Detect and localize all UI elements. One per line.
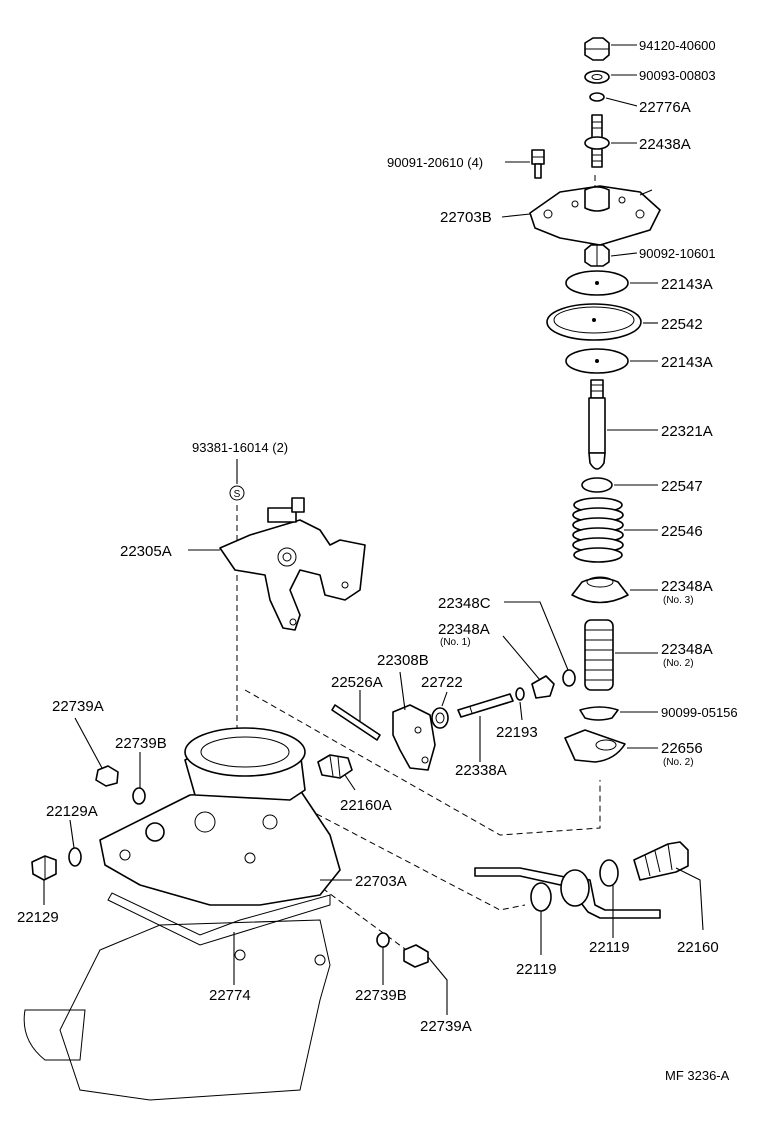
s-symbol-label: S <box>234 489 241 500</box>
diaphragm-22542 <box>546 303 642 341</box>
lever-assembly-22305A <box>219 497 366 631</box>
ring-22193 <box>515 687 525 701</box>
label-22119-left: 22119 <box>516 961 557 978</box>
label-22703B: 22703B <box>440 209 492 226</box>
label-22143A-top: 22143A <box>661 276 713 293</box>
ring-22776A <box>589 92 605 102</box>
label-22546: 22546 <box>661 523 703 540</box>
label-22776A: 22776A <box>639 99 691 116</box>
cover-22703B <box>529 185 661 246</box>
bolt-22160 <box>633 841 689 881</box>
label-93381-16014: 93381-16014 (2) <box>192 440 288 455</box>
label-90093-00803: 90093-00803 <box>639 68 716 83</box>
bushing-22722 <box>431 707 449 729</box>
label-22160A: 22160A <box>340 797 392 814</box>
bracket-22308B <box>392 704 436 771</box>
label-22348A-no3-sub: (No. 3) <box>663 595 694 606</box>
lever-22656 <box>564 729 626 763</box>
spring-22546 <box>572 497 624 563</box>
label-22547: 22547 <box>661 478 703 495</box>
ring-22348C <box>562 669 576 687</box>
washer-90093-00803 <box>584 70 610 84</box>
plug-22129 <box>31 855 57 881</box>
label-22193: 22193 <box>496 724 538 741</box>
label-90099-05156: 90099-05156 <box>661 705 738 720</box>
label-90091-20610: 90091-20610 (4) <box>387 155 483 170</box>
s-symbol-marker: S <box>229 485 245 501</box>
screw-90091-20610 <box>531 149 545 179</box>
label-22656: 22656 <box>661 740 703 757</box>
plate-22143A-bottom <box>565 348 629 374</box>
label-22119-right: 22119 <box>589 939 630 956</box>
label-22348A-no1-sub: (No. 1) <box>440 637 471 648</box>
nut-94120-40600 <box>584 37 610 61</box>
label-22722: 22722 <box>421 674 463 691</box>
label-90092-10601: 90092-10601 <box>639 246 716 261</box>
label-22321A: 22321A <box>661 423 713 440</box>
label-22338A: 22338A <box>455 762 507 779</box>
pump-body-outline <box>23 919 331 1101</box>
label-22656-sub: (No. 2) <box>663 757 694 768</box>
label-22129: 22129 <box>17 909 59 926</box>
pin-22526A <box>331 704 381 741</box>
label-22542: 22542 <box>661 316 703 333</box>
label-22703A: 22703A <box>355 873 407 890</box>
cap-22348A-no1 <box>531 675 555 699</box>
label-22739B-left: 22739B <box>115 735 167 752</box>
label-22438A: 22438A <box>639 136 691 153</box>
washer-22129A <box>68 847 82 867</box>
shaft-22338A <box>457 693 514 718</box>
label-22305A: 22305A <box>120 543 172 560</box>
label-22143A-bottom: 22143A <box>661 354 713 371</box>
label-22739A-left: 22739A <box>52 698 104 715</box>
fuel-pipe <box>474 867 661 919</box>
plug-22739A-left <box>95 765 119 787</box>
clip-90099-05156 <box>579 706 619 721</box>
nut-90092-10601 <box>584 244 610 267</box>
leader-lines <box>43 44 704 1015</box>
rod-22321A <box>588 379 606 470</box>
label-22348A-no2-sub: (No. 2) <box>663 658 694 669</box>
bolt-22438A <box>584 114 610 168</box>
label-22348A-no2: 22348A <box>661 641 713 658</box>
washer-22739B-left <box>132 787 146 805</box>
label-22348A-no3: 22348A <box>661 578 713 595</box>
fitting-22160A <box>317 754 353 779</box>
part-labels: 94120-40600 90093-00803 22776A 22438A 90… <box>17 38 738 1083</box>
label-22348A-no1: 22348A <box>438 621 490 638</box>
label-22526A: 22526A <box>331 674 383 691</box>
label-22129A: 22129A <box>46 803 98 820</box>
plate-22143A-top <box>565 270 629 296</box>
housing-22703A <box>99 727 341 906</box>
washer-22547 <box>581 477 613 493</box>
label-22160: 22160 <box>677 939 719 956</box>
gasket-22774 <box>107 892 331 946</box>
washer-22119-right <box>599 859 619 887</box>
label-22739A-right: 22739A <box>420 1018 472 1035</box>
plug-22739A-right <box>403 944 429 968</box>
label-22308B: 22308B <box>377 652 429 669</box>
boot-22348A-no2 <box>584 619 614 691</box>
seat-22348A-no3 <box>571 576 629 604</box>
label-22348C: 22348C <box>438 595 491 612</box>
label-94120-40600: 94120-40600 <box>639 38 716 53</box>
washer-22119-left <box>530 882 552 912</box>
washer-22739B-right <box>376 932 390 948</box>
label-22739B-right: 22739B <box>355 987 407 1004</box>
label-22774: 22774 <box>209 987 251 1004</box>
figure-code: MF 3236-A <box>665 1068 730 1083</box>
